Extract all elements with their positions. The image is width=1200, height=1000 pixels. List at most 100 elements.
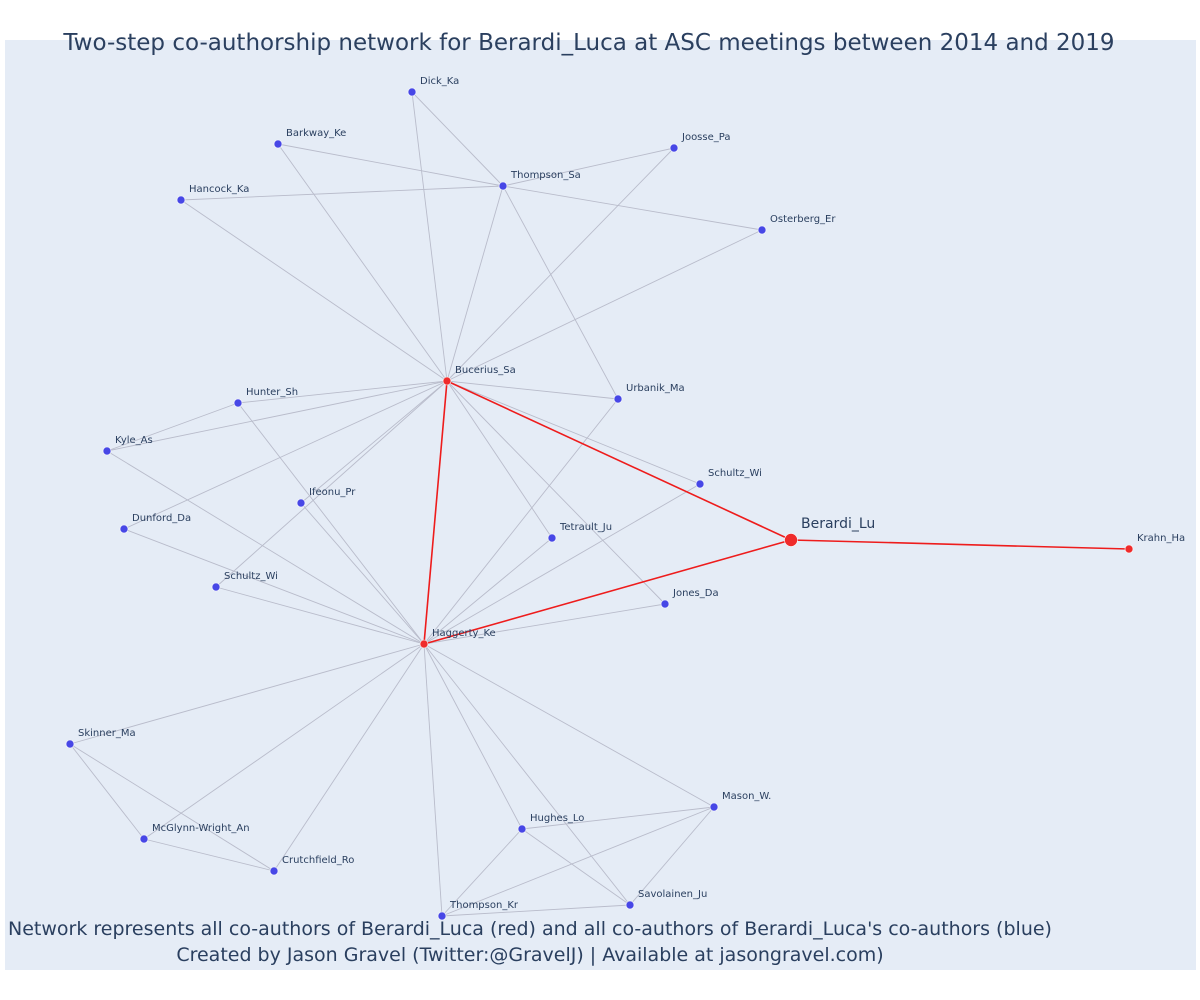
edge-kyle-haggerty — [106, 450, 425, 645]
node-kyle[interactable] — [102, 446, 112, 456]
node-krahn[interactable] — [1124, 544, 1134, 554]
node-bucerius[interactable] — [442, 376, 452, 386]
edge-urbanik-haggerty — [423, 398, 619, 645]
node-label-skinner: Skinner_Ma — [78, 728, 136, 739]
node-barkway[interactable] — [273, 139, 283, 149]
node-label-crutchfield: Crutchfield_Ro — [282, 855, 354, 866]
edge-thompson_sa-bucerius — [446, 185, 504, 382]
node-savolainen[interactable] — [625, 900, 635, 910]
edge-savolainen-thompson_kr — [441, 904, 631, 917]
edge-joosse-bucerius — [446, 147, 675, 382]
edge-tetrault-bucerius — [446, 380, 553, 539]
node-label-krahn: Krahn_Ha — [1137, 533, 1185, 544]
node-hancock[interactable] — [176, 195, 186, 205]
node-dunford[interactable] — [119, 524, 129, 534]
edge-skinner-haggerty — [69, 643, 425, 745]
edge-mason-haggerty — [423, 643, 715, 808]
node-label-joosse: Joosse_Pa — [681, 132, 730, 143]
edge-berardi-haggerty — [423, 539, 792, 645]
node-label-hancock: Hancock_Ka — [189, 184, 249, 195]
edge-savolainen-haggerty — [423, 643, 631, 906]
edge-barkway-thompson_sa — [277, 143, 504, 187]
edge-hunter-bucerius — [237, 380, 448, 404]
node-label-urbanik: Urbanik_Ma — [626, 383, 685, 394]
node-tetrault[interactable] — [547, 533, 557, 543]
edge-barkway-bucerius — [277, 143, 448, 382]
node-urbanik[interactable] — [613, 394, 623, 404]
node-hughes[interactable] — [517, 824, 527, 834]
node-schultz1[interactable] — [695, 479, 705, 489]
caption-line-2: Created by Jason Gravel (Twitter:@Gravel… — [176, 944, 884, 966]
edge-dunford-haggerty — [123, 528, 425, 645]
edge-jones-haggerty — [423, 603, 666, 645]
edge-hancock-bucerius — [180, 199, 448, 382]
node-haggerty[interactable] — [419, 639, 429, 649]
edge-hunter-kyle — [106, 402, 239, 452]
edge-hughes-haggerty — [423, 643, 523, 830]
node-label-schultz1: Schultz_Wi — [708, 468, 762, 479]
edge-schultz2-haggerty — [215, 586, 425, 645]
node-ifeonu[interactable] — [296, 498, 306, 508]
edge-osterberg-thompson_sa — [502, 185, 763, 231]
node-dick[interactable] — [407, 87, 417, 97]
edge-schultz2-bucerius — [215, 380, 448, 588]
node-label-ifeonu: Ifeonu_Pr — [309, 487, 356, 498]
edge-hughes-savolainen — [521, 828, 631, 906]
edge-schultz1-bucerius — [446, 380, 701, 485]
node-label-bucerius: Bucerius_Sa — [455, 365, 516, 376]
edges-layer — [69, 91, 1130, 917]
edge-ifeonu-bucerius — [300, 380, 448, 504]
edge-mcglynn-haggerty — [143, 643, 425, 840]
node-label-thompson_sa: Thompson_Sa — [510, 170, 581, 181]
edge-crutchfield-haggerty — [273, 643, 425, 872]
edge-tetrault-haggerty — [423, 537, 553, 645]
edge-thompson_sa-urbanik — [502, 185, 619, 400]
edge-hughes-mason — [521, 806, 715, 830]
edge-hancock-thompson_sa — [180, 185, 504, 201]
node-label-haggerty: Haggerty_Ke — [432, 628, 496, 639]
node-joosse[interactable] — [669, 143, 679, 153]
node-label-osterberg: Osterberg_Er — [770, 214, 836, 225]
node-label-barkway: Barkway_Ke — [286, 128, 346, 139]
node-crutchfield[interactable] — [269, 866, 279, 876]
node-schultz2[interactable] — [211, 582, 221, 592]
edge-hunter-haggerty — [237, 402, 425, 645]
node-skinner[interactable] — [65, 739, 75, 749]
node-label-mcglynn: McGlynn-Wright_An — [152, 823, 250, 834]
node-label-hughes: Hughes_Lo — [530, 813, 584, 824]
edge-bucerius-haggerty — [423, 380, 448, 645]
node-berardi[interactable] — [784, 533, 798, 547]
edge-mcglynn-crutchfield — [143, 838, 275, 872]
nodes-layer — [65, 87, 1134, 921]
node-mcglynn[interactable] — [139, 834, 149, 844]
edge-ifeonu-haggerty — [300, 502, 425, 645]
node-label-hunter: Hunter_Sh — [246, 387, 298, 398]
edge-skinner-mcglynn — [69, 743, 145, 840]
caption-line-1: Network represents all co-authors of Ber… — [8, 918, 1052, 940]
edge-berardi-krahn — [790, 539, 1130, 550]
node-label-tetrault: Tetrault_Ju — [559, 522, 612, 533]
edge-dunford-bucerius — [123, 380, 448, 530]
edge-thompson_kr-haggerty — [423, 643, 443, 917]
node-label-thompson_kr: Thompson_Kr — [449, 900, 519, 911]
edge-schultz1-haggerty — [423, 483, 701, 645]
node-thompson_sa[interactable] — [498, 181, 508, 191]
node-label-berardi: Berardi_Lu — [801, 516, 875, 532]
edge-kyle-bucerius — [106, 380, 448, 452]
node-label-dunford: Dunford_Da — [132, 513, 191, 524]
edge-skinner-crutchfield — [69, 743, 275, 872]
edge-mason-thompson_kr — [441, 806, 715, 917]
edge-dick-thompson_sa — [411, 91, 504, 187]
node-hunter[interactable] — [233, 398, 243, 408]
edge-berardi-bucerius — [446, 380, 792, 541]
edge-osterberg-bucerius — [446, 229, 763, 382]
node-thompson_kr[interactable] — [437, 911, 447, 921]
node-label-kyle: Kyle_As — [115, 435, 153, 446]
node-label-dick: Dick_Ka — [420, 76, 459, 87]
node-label-jones: Jones_Da — [672, 588, 719, 599]
node-osterberg[interactable] — [757, 225, 767, 235]
node-jones[interactable] — [660, 599, 670, 609]
node-mason[interactable] — [709, 802, 719, 812]
